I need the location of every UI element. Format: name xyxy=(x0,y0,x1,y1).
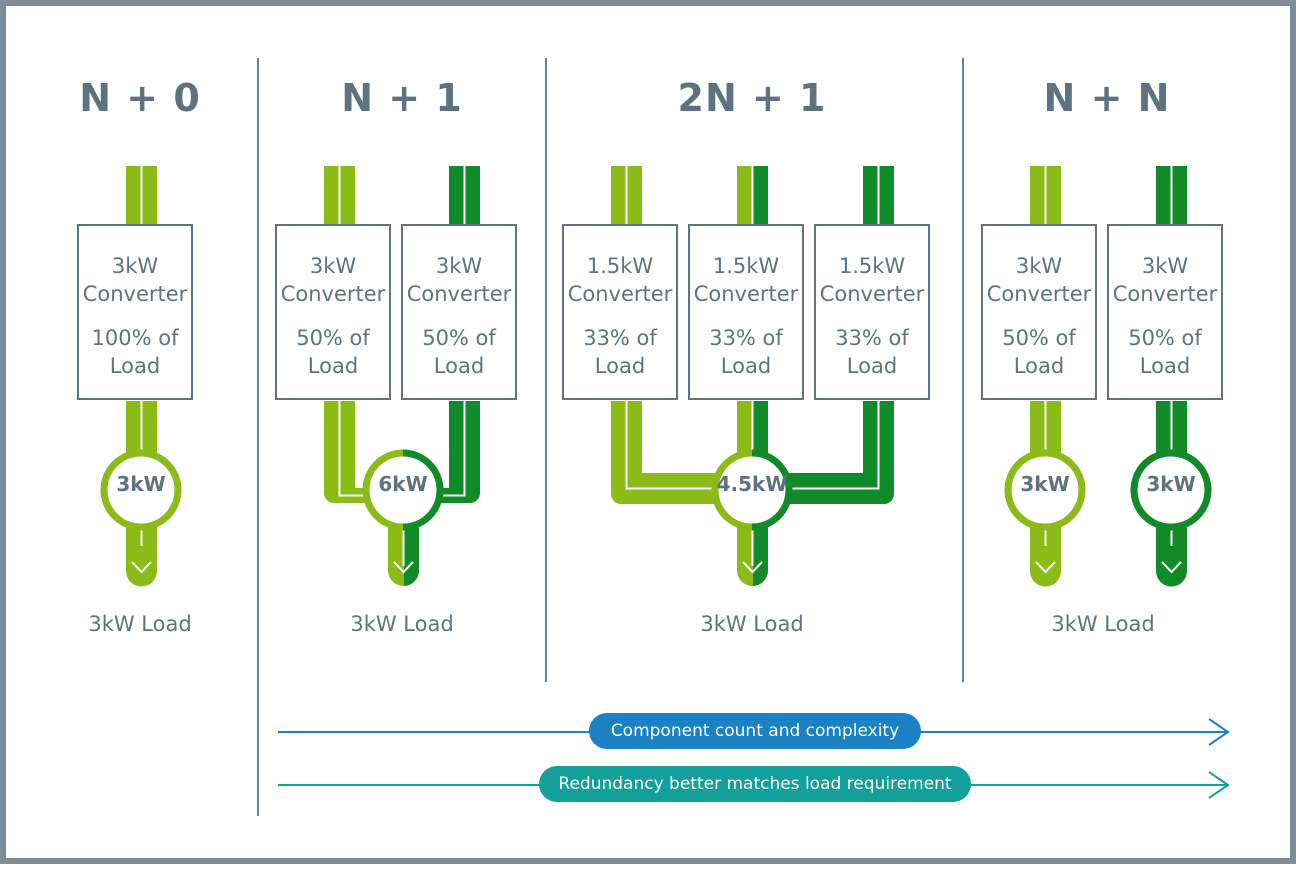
converter-rating: 3kW xyxy=(435,254,483,278)
down-arrow-icon xyxy=(1035,561,1056,574)
converter-label: Converter xyxy=(1112,282,1218,306)
load-share: 50% of xyxy=(296,326,370,350)
load-label: 3kW Load xyxy=(700,612,804,636)
converter-rating: 3kW xyxy=(1141,254,1189,278)
load-share: 33% of xyxy=(709,326,783,350)
down-arrow-icon xyxy=(1161,561,1182,574)
converter-rating: 1.5kW xyxy=(712,254,780,278)
converter-box: 1.5kW Converter 33% of Load xyxy=(688,224,804,400)
load-share-unit: Load xyxy=(594,354,646,378)
converter-box: 1.5kW Converter 33% of Load xyxy=(814,224,930,400)
trend-label-redundancy: Redundancy better matches load requireme… xyxy=(539,766,971,802)
capacity-badge: 6kW xyxy=(378,472,428,496)
right-arrow-icon xyxy=(1208,718,1230,746)
converter-rating: 3kW xyxy=(309,254,357,278)
converter-label: Converter xyxy=(819,282,925,306)
converter-rating: 3kW xyxy=(1015,254,1063,278)
load-share: 50% of xyxy=(422,326,496,350)
load-share-unit: Load xyxy=(720,354,772,378)
load-share-unit: Load xyxy=(109,354,161,378)
converter-label: Converter xyxy=(82,282,188,306)
capacity-badge: 3kW xyxy=(1020,472,1070,496)
load-share-unit: Load xyxy=(1013,354,1065,378)
load-share-unit: Load xyxy=(1139,354,1191,378)
converter-label: Converter xyxy=(693,282,799,306)
load-label: 3kW Load xyxy=(88,612,192,636)
column-title-n-plus-0: N + 0 xyxy=(79,76,201,120)
load-share-unit: Load xyxy=(433,354,485,378)
power-flow-diagram xyxy=(100,58,1230,816)
load-share-unit: Load xyxy=(307,354,359,378)
load-share: 50% of xyxy=(1002,326,1076,350)
converter-label: Converter xyxy=(406,282,512,306)
capacity-badge: 3kW xyxy=(1146,472,1196,496)
load-label: 3kW Load xyxy=(350,612,454,636)
capacity-badge: 4.5kW xyxy=(716,472,788,496)
right-arrow-icon xyxy=(1208,771,1230,799)
load-share: 100% of xyxy=(91,326,179,350)
converter-box: 3kW Converter 100% of Load xyxy=(77,224,193,400)
converter-label: Converter xyxy=(567,282,673,306)
converter-rating: 1.5kW xyxy=(838,254,906,278)
column-title-n-plus-n: N + N xyxy=(1043,76,1171,120)
trend-label-complexity: Component count and complexity xyxy=(589,713,921,749)
column-title-2n-plus-1: 2N + 1 xyxy=(677,76,827,120)
load-share-unit: Load xyxy=(846,354,898,378)
converter-rating: 1.5kW xyxy=(586,254,654,278)
converter-label: Converter xyxy=(986,282,1092,306)
down-arrow-icon xyxy=(742,561,763,574)
converter-box: 1.5kW Converter 33% of Load xyxy=(562,224,678,400)
down-arrow-icon xyxy=(131,561,152,574)
converter-box: 3kW Converter 50% of Load xyxy=(401,224,517,400)
converter-rating: 3kW xyxy=(111,254,159,278)
load-share: 33% of xyxy=(835,326,909,350)
down-arrow-icon xyxy=(393,561,414,574)
column-title-n-plus-1: N + 1 xyxy=(341,76,463,120)
load-share: 33% of xyxy=(583,326,657,350)
converter-box: 3kW Converter 50% of Load xyxy=(981,224,1097,400)
converter-box: 3kW Converter 50% of Load xyxy=(1107,224,1223,400)
converter-label: Converter xyxy=(280,282,386,306)
n-plus-0-flow xyxy=(100,166,182,587)
load-label: 3kW Load xyxy=(1051,612,1155,636)
load-share: 50% of xyxy=(1128,326,1202,350)
converter-box: 3kW Converter 50% of Load xyxy=(275,224,391,400)
capacity-badge: 3kW xyxy=(116,472,166,496)
